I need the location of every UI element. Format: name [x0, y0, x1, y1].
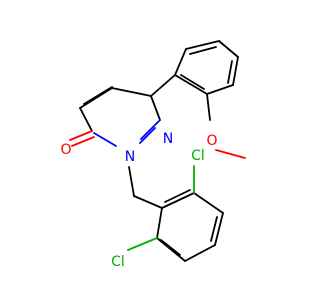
molecule-structure: O N N O Cl Cl [60, 40, 246, 270]
chlorine-bottom-label: Cl [111, 254, 125, 270]
ring-nitrogen-1-label: N [125, 149, 135, 165]
methoxyphenyl-ring [150, 40, 246, 159]
chlorine-top-label: Cl [191, 148, 205, 164]
carbonyl-group [69, 130, 95, 147]
ring-nitrogen-2-label: N [163, 131, 173, 147]
ketone-oxygen-label: O [60, 142, 71, 158]
dichlorobenzyl-group [127, 165, 224, 262]
methoxy-oxygen-label: O [206, 133, 217, 149]
pyridazinone-ring [79, 86, 161, 147]
